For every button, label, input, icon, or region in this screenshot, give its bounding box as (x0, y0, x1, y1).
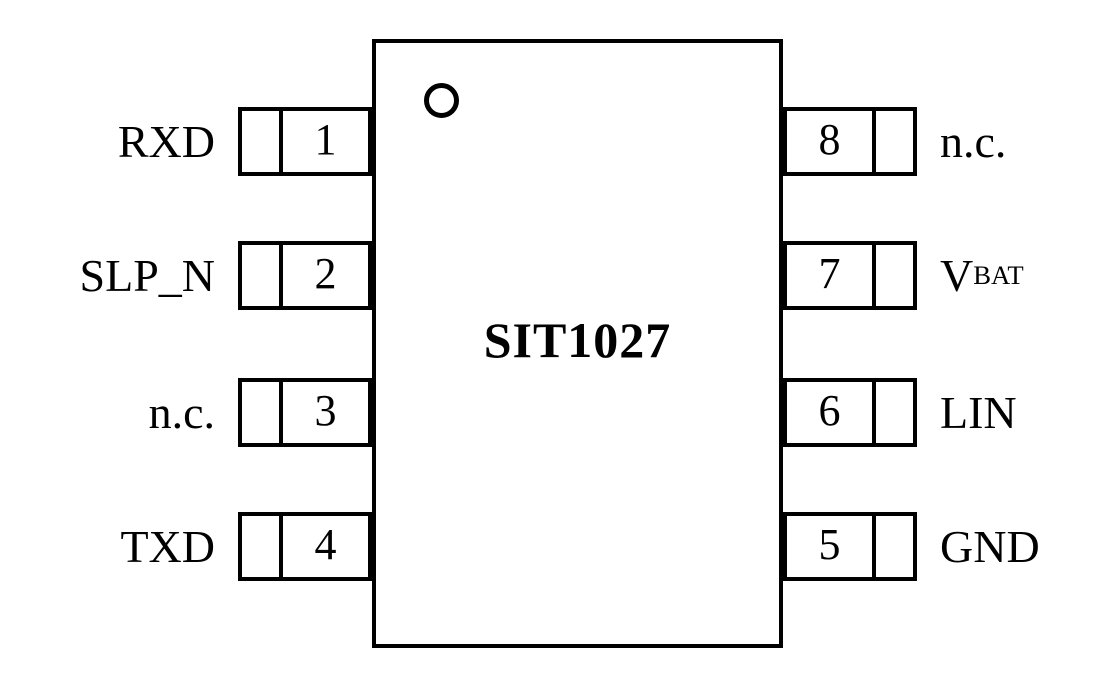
pin-3: 3 (238, 378, 372, 447)
pin-1: 1 (238, 107, 372, 176)
pin-5: 5 (783, 512, 917, 581)
pin-6-number: 6 (818, 385, 841, 435)
pin-2-pad (242, 245, 283, 306)
pin-6-pad (872, 382, 913, 443)
pin-3-label-text: n.c. (148, 386, 215, 438)
pin-7-number: 7 (818, 248, 841, 298)
pin-7: 7 (783, 241, 917, 310)
chip-body (372, 39, 783, 648)
pin-3-number: 3 (314, 385, 337, 435)
pin-8-label-text: n.c. (940, 115, 1007, 167)
pin-1-label: RXD (0, 107, 215, 176)
pin1-marker-icon (424, 83, 459, 118)
pin-5-label-text: GND (940, 520, 1040, 572)
pin-8-pad (872, 111, 913, 172)
pin-8: 8 (783, 107, 917, 176)
pin-4: 4 (238, 512, 372, 581)
pin-4-pad (242, 516, 283, 577)
pin-3-label: n.c. (0, 378, 215, 447)
pin-7-label-subscript: BAT (973, 260, 1024, 291)
pin-2-number: 2 (314, 248, 337, 298)
pin-8-number: 8 (818, 114, 841, 164)
pin-4-label: TXD (0, 512, 215, 581)
pin-7-pad (872, 245, 913, 306)
pin-4-label-text: TXD (120, 520, 215, 572)
pin-8-label: n.c. (940, 107, 1110, 176)
pin-6: 6 (783, 378, 917, 447)
pin-3-pad (242, 382, 283, 443)
pin-1-label-text: RXD (117, 115, 215, 167)
pin-6-label-text: LIN (940, 386, 1017, 438)
pin-6-label: LIN (940, 378, 1110, 447)
pin-2-label: SLP_N (0, 241, 215, 310)
pin-2-label-text: SLP_N (79, 249, 215, 301)
pin-5-number: 5 (818, 519, 841, 569)
pin-5-label: GND (940, 512, 1110, 581)
pin-4-number: 4 (314, 519, 337, 569)
pin-5-pad (872, 516, 913, 577)
pin-7-label-text: V (940, 249, 974, 301)
pin-2: 2 (238, 241, 372, 310)
pin-1-pad (242, 111, 283, 172)
chip-name: SIT1027 (483, 312, 672, 368)
pin-1-number: 1 (314, 114, 337, 164)
